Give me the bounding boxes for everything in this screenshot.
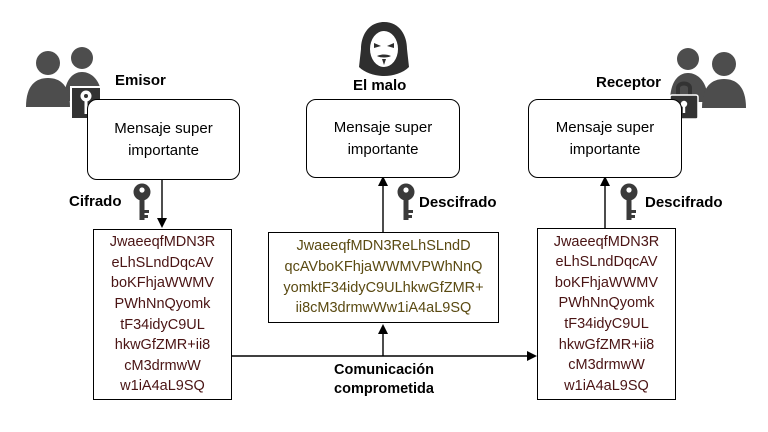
attacker-message-line-1: Mensaje super xyxy=(333,118,433,136)
receiver-cipher-line: hkwGfZMR+ii8 xyxy=(558,336,655,353)
sender-cipher-line: eLhSLndDqcAV xyxy=(111,254,214,271)
hacker-mask-icon xyxy=(355,21,413,77)
attacker-role-label: El malo xyxy=(353,77,407,94)
attacker-cipher-line: qcAVboKFhjaWWMVPWhNnQ xyxy=(284,258,483,275)
sender-step-label: Cifrado xyxy=(69,193,122,210)
channel-label-line-1: Comunicación xyxy=(334,362,434,378)
sender-message-box: Mensaje super importante xyxy=(87,99,240,180)
sender-message-line-2: importante xyxy=(128,141,199,159)
attacker-step-label: Descifrado xyxy=(419,194,497,211)
receiver-cipher-line: tF34idyC9UL xyxy=(564,316,649,332)
intercepted-ciphertext-box: JwaeeqfMDN3ReLhSLndD qcAVboKFhjaWWMVPWhN… xyxy=(268,232,499,323)
sender-cipher-line: PWhNnQyomk xyxy=(114,295,211,312)
attacker-cipher-line: yomktF34idyC9ULhkwGfZMR+ xyxy=(283,279,484,296)
key-icon xyxy=(131,183,153,223)
channel-label: Comunicación comprometida xyxy=(309,361,459,399)
receiver-cipher-line: w1iA4aL9SQ xyxy=(564,377,649,394)
attacker-cipher-line: JwaeeqfMDN3ReLhSLndD xyxy=(296,238,471,255)
key-icon xyxy=(395,183,417,223)
sender-cipher-line: JwaeeqfMDN3R xyxy=(109,234,216,251)
receiver-role-label: Receptor xyxy=(596,74,662,91)
sender-cipher-line: hkwGfZMR+ii8 xyxy=(114,337,211,354)
receiver-message-box: Mensaje super importante xyxy=(528,99,682,178)
receiver-cipher-line: eLhSLndDqcAV xyxy=(555,254,658,271)
sender-cipher-line: cM3drmwW xyxy=(124,357,201,374)
attacker-message-line-2: importante xyxy=(347,140,419,158)
sender-role-label: Emisor xyxy=(115,72,166,89)
attacker-cipher-line: ii8cM3drmwWw1iA4aL9SQ xyxy=(295,300,472,317)
sender-message-line-1: Mensaje super xyxy=(114,119,213,137)
receiver-message-line-2: importante xyxy=(569,140,641,158)
channel-label-line-2: comprometida xyxy=(334,381,434,397)
receiver-cipher-line: cM3drmwW xyxy=(568,357,645,374)
receiver-cipher-line: boKFhjaWWMV xyxy=(554,274,659,291)
users-with-key-icon xyxy=(24,43,108,121)
sender-cipher-line: w1iA4aL9SQ xyxy=(120,378,205,395)
key-icon xyxy=(618,183,640,223)
attacker-message-box: Mensaje super importante xyxy=(306,99,460,178)
sender-ciphertext-box: JwaeeqfMDN3R eLhSLndDqcAV boKFhjaWWMV PW… xyxy=(93,229,232,400)
receiver-cipher-line: JwaeeqfMDN3R xyxy=(553,233,660,250)
receiver-step-label: Descifrado xyxy=(645,194,723,211)
receiver-message-line-1: Mensaje super xyxy=(555,118,655,136)
sender-cipher-line: boKFhjaWWMV xyxy=(110,275,215,292)
receiver-ciphertext-box: JwaeeqfMDN3R eLhSLndDqcAV boKFhjaWWMV PW… xyxy=(537,228,676,400)
receiver-cipher-line: PWhNnQyomk xyxy=(558,295,655,312)
sender-cipher-line: tF34idyC9UL xyxy=(120,316,205,333)
